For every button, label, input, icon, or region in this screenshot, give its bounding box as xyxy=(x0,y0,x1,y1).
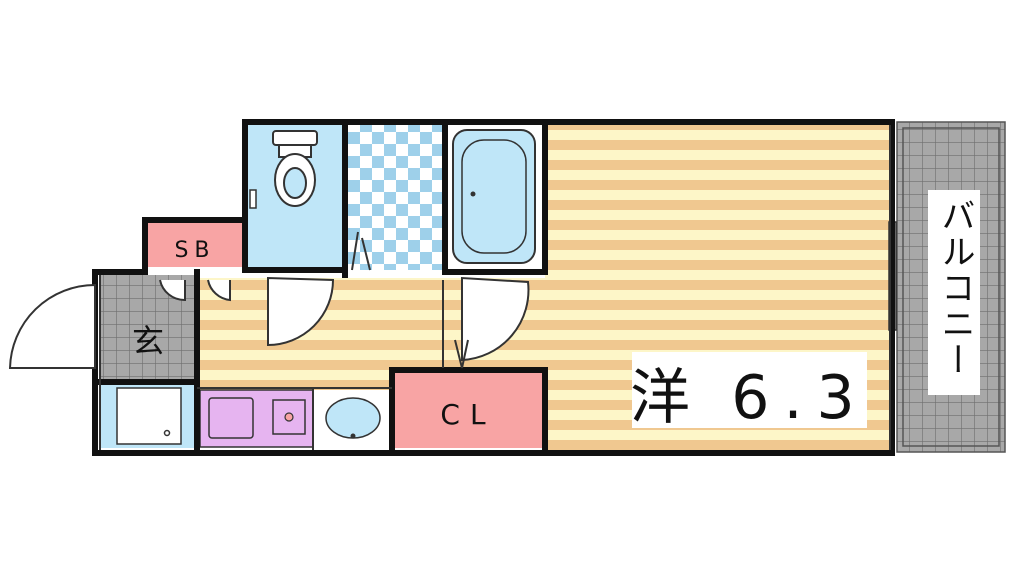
wash-basin xyxy=(315,390,390,447)
shoe-box: SB xyxy=(148,222,242,267)
balcony: バルコニー xyxy=(896,121,1006,453)
entry-door xyxy=(8,283,96,369)
shoe-box-doors xyxy=(159,279,231,302)
bath-room xyxy=(445,125,542,270)
closet: CL xyxy=(393,372,543,448)
room-door xyxy=(461,276,530,362)
toilet-room xyxy=(247,125,343,270)
stove-icon xyxy=(208,397,254,439)
closet-label: CL xyxy=(440,398,495,431)
toilet-door xyxy=(267,276,335,347)
drain-icon xyxy=(163,429,171,437)
balcony-label: バルコニー xyxy=(935,198,975,378)
basin-icon xyxy=(325,397,381,439)
room-type-label: 洋 xyxy=(630,363,690,433)
shoe-box-label: SB xyxy=(174,238,215,263)
paper-holder-icon xyxy=(249,189,257,209)
shower-tiles xyxy=(347,125,442,270)
shower-door xyxy=(351,231,371,271)
room-size-label: 6.3 xyxy=(731,363,868,433)
washer-space xyxy=(100,383,195,448)
toilet-icon xyxy=(272,130,318,207)
wall-lines xyxy=(99,125,891,450)
walls xyxy=(92,119,895,456)
closet-door xyxy=(454,339,469,369)
kitchen xyxy=(199,389,314,448)
drain-icon xyxy=(470,191,476,197)
washer-pan-icon xyxy=(116,387,182,445)
doors xyxy=(8,231,530,369)
entrance-label: 玄 xyxy=(132,322,164,360)
